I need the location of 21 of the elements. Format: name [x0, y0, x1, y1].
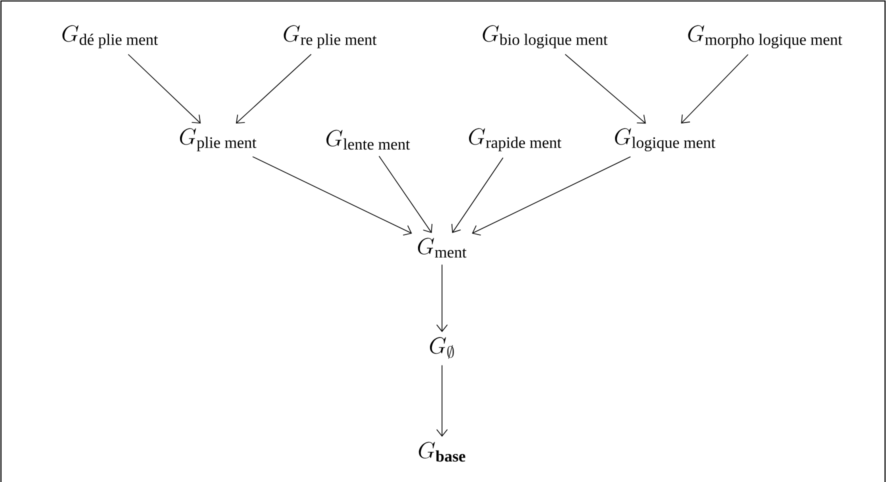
- arrow: [128, 54, 201, 124]
- arrow: [378, 156, 432, 233]
- math-label: $G_{\text{lente ment}}$: [326, 130, 410, 150]
- arrow: [564, 54, 646, 124]
- math-label: $G_{\text{ment}}$: [418, 238, 466, 258]
- math-label: $G_{\emptyset}$: [430, 337, 454, 359]
- math-label: $G_{\text{rapide ment}}$: [469, 128, 562, 152]
- math-label: $G_{\text{morpho logique ment}}$: [688, 25, 842, 48]
- arrow: [236, 54, 312, 124]
- math-label: $G_{\text{dé plie ment}}$: [62, 25, 158, 48]
- arrow: [436, 264, 448, 332]
- arrow: [436, 364, 448, 437]
- arrow: [252, 156, 412, 236]
- math-label: $G_{\text{re plie ment}}$: [284, 25, 377, 48]
- arrow: [681, 54, 748, 124]
- math-label: $G_{\mathbf{base}}$: [418, 442, 466, 462]
- math-label: $G_{\text{plie ment}}$: [180, 128, 256, 152]
- arrow: [472, 156, 631, 236]
- math-label: $G_{\text{logique ment}}$: [615, 128, 716, 152]
- arrow: [451, 157, 504, 233]
- math-label: $G_{\text{bio logique ment}}$: [482, 25, 608, 48]
